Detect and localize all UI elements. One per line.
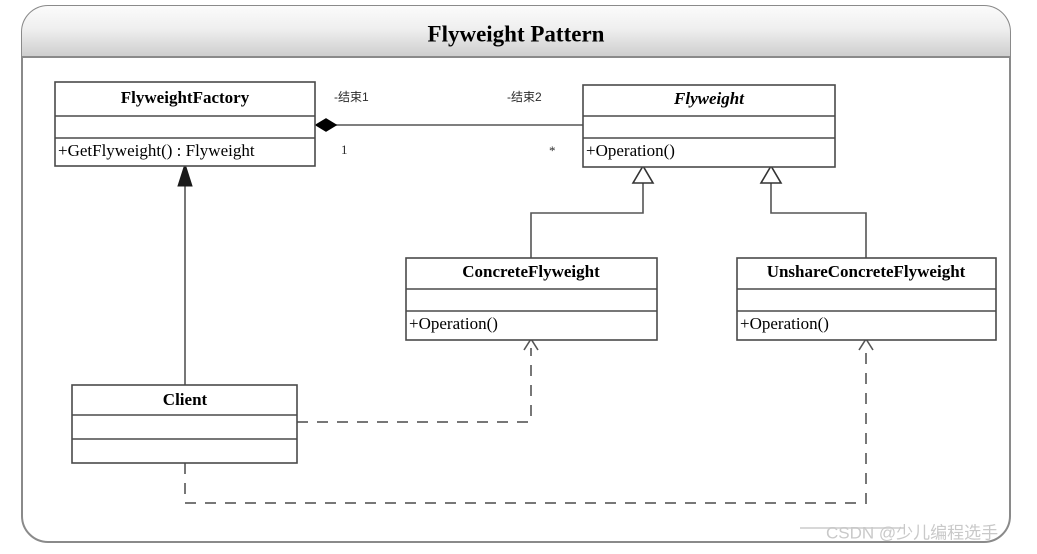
class-operation-label: +Operation() (586, 141, 675, 160)
class-name-label: FlyweightFactory (121, 88, 250, 107)
class-name-label: Flyweight (673, 89, 745, 108)
class-box-outline (405, 257, 658, 341)
class-operation-label: +Operation() (740, 314, 829, 333)
class-box-outline (736, 257, 997, 341)
edge-association-client-factory (177, 162, 193, 385)
association-arrowhead-icon (177, 162, 193, 187)
generalization-path (770, 182, 867, 258)
class-box-outline (582, 84, 836, 168)
generalization-path (530, 182, 644, 258)
dependency-path (184, 348, 867, 504)
edge-dependency-client-concrete-flyweight (297, 337, 539, 423)
class-box-outline (71, 384, 298, 464)
class-box-client[interactable]: Client (71, 384, 298, 464)
class-box-flyweight-factory[interactable]: FlyweightFactory +GetFlyweight() : Flywe… (54, 81, 316, 167)
generalization-triangle-icon (759, 164, 783, 184)
class-operation-label: +Operation() (409, 314, 498, 333)
watermark-label: CSDN @少儿编程选手 (826, 523, 998, 542)
class-box-unshare-concrete-flyweight[interactable]: UnshareConcreteFlyweight +Operation() (736, 257, 997, 341)
diagram-frame: Flyweight Pattern (21, 5, 1011, 543)
multiplicity-target: * (549, 143, 556, 158)
edge-generalization-concrete-flyweight (530, 164, 655, 258)
aggregation-diamond-icon (314, 118, 338, 132)
role-label-source: -结束1 (334, 90, 369, 104)
class-operation-label: +GetFlyweight() : Flyweight (58, 141, 255, 160)
edge-aggregation-factory-flyweight: -结束1 -结束2 1 * (314, 90, 583, 158)
frame-titlebar (22, 6, 1010, 57)
class-name-label: Client (163, 390, 208, 409)
class-name-label: UnshareConcreteFlyweight (767, 262, 966, 281)
multiplicity-source: 1 (341, 142, 348, 157)
class-box-flyweight[interactable]: Flyweight +Operation() (582, 84, 836, 168)
dependency-path (297, 348, 532, 423)
edge-generalization-unshare-concrete-flyweight (759, 164, 867, 258)
generalization-triangle-icon (631, 164, 655, 184)
watermark: CSDN @少儿编程选手 (800, 523, 998, 542)
role-label-target: -结束2 (507, 90, 542, 104)
page-title: Flyweight Pattern (428, 21, 605, 46)
class-box-outline (54, 81, 316, 167)
class-name-label: ConcreteFlyweight (462, 262, 600, 281)
class-box-concrete-flyweight[interactable]: ConcreteFlyweight +Operation() (405, 257, 658, 341)
